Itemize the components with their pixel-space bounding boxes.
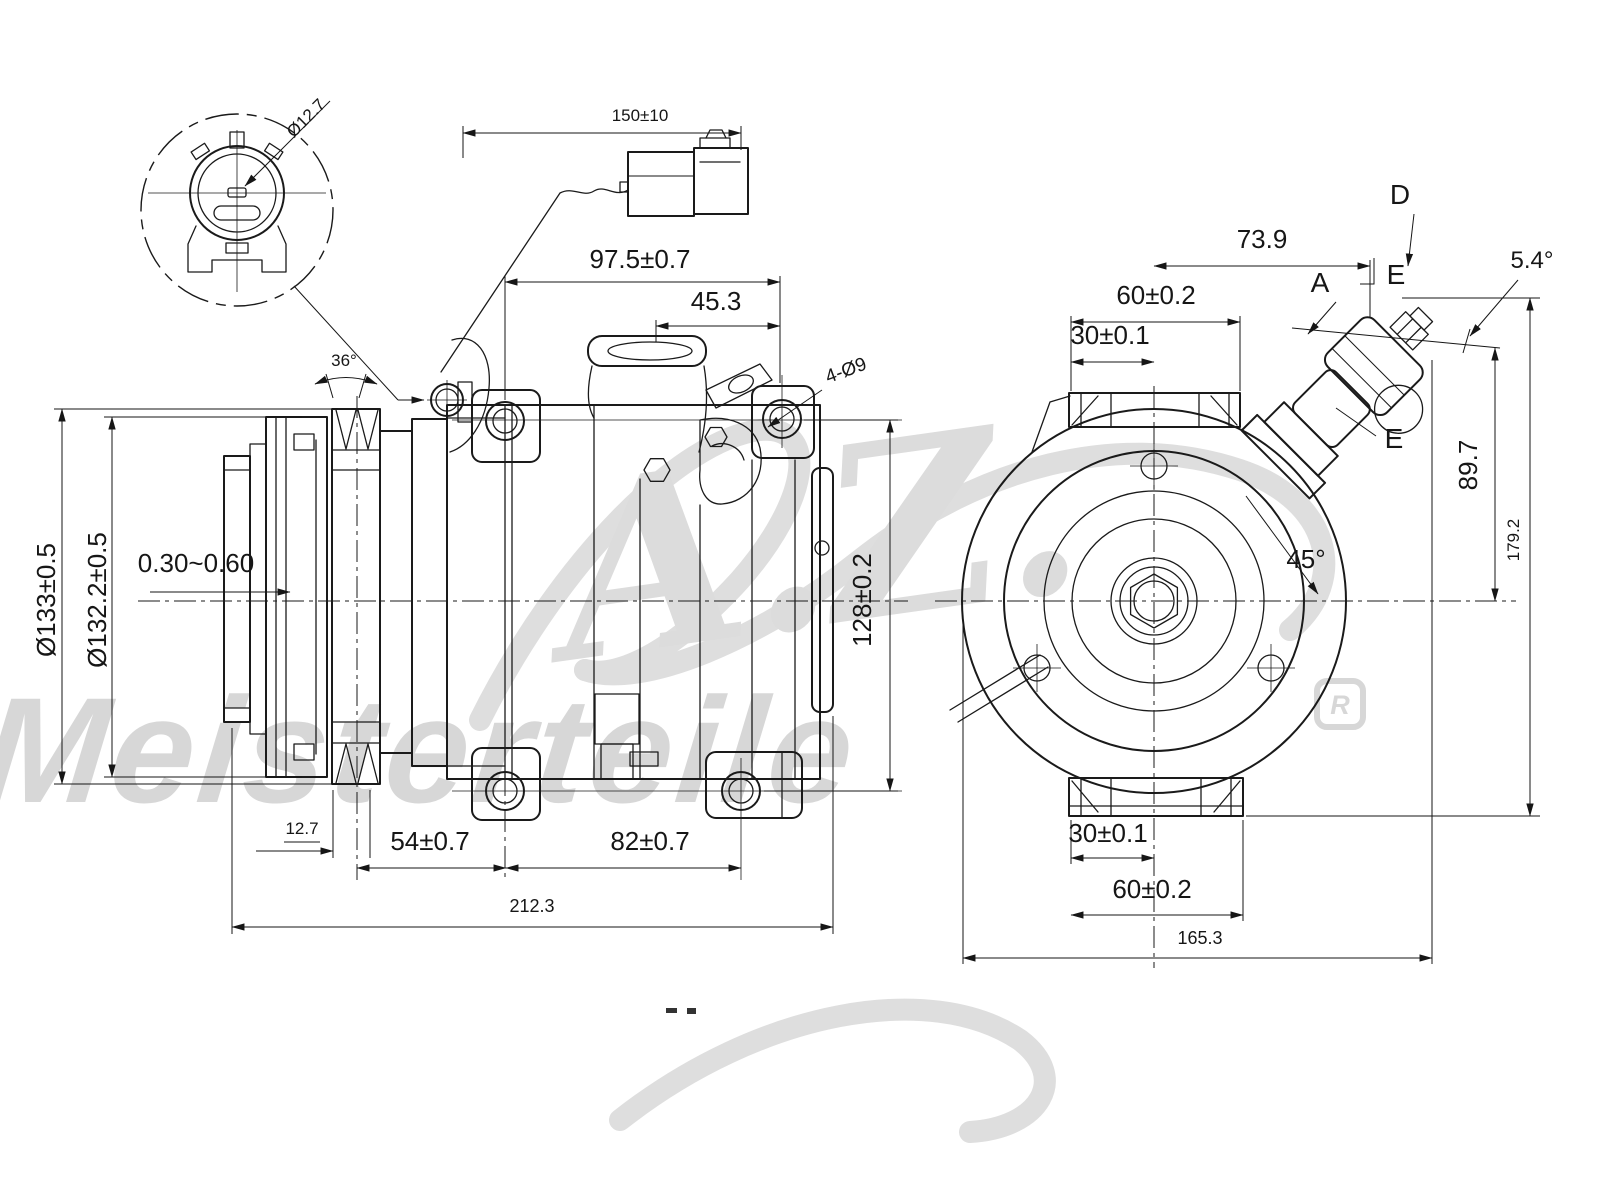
label-a: A bbox=[1311, 267, 1330, 298]
label-e-top: E bbox=[1387, 259, 1406, 290]
dim-overall-width: 165.3 bbox=[1177, 928, 1222, 948]
front-view bbox=[935, 306, 1516, 968]
dim-harness-length: 150±10 bbox=[612, 106, 669, 125]
dim-54: 54±0.7 bbox=[390, 826, 469, 856]
dim-clutch-od: Ø132.2±0.5 bbox=[82, 532, 112, 668]
dim-128: 128±0.2 bbox=[847, 553, 877, 647]
watermark: A.Z. Meisterteile R bbox=[0, 364, 1366, 1143]
watermark-brand: Meisterteile bbox=[0, 666, 865, 834]
dim-89-7: 89.7 bbox=[1453, 440, 1483, 491]
dim-73-9: 73.9 bbox=[1237, 224, 1288, 254]
harness-connector: 150±10 bbox=[440, 106, 749, 373]
label-d: D bbox=[1390, 179, 1410, 210]
thermal-sensor bbox=[427, 337, 490, 453]
label-e-bottom: E bbox=[1385, 423, 1404, 454]
dim-top-60: 60±0.2 bbox=[1116, 280, 1195, 310]
dim-bottom-60: 60±0.2 bbox=[1112, 874, 1191, 904]
sensor-wire bbox=[440, 188, 629, 373]
dim-groove-angle: 36° bbox=[331, 351, 357, 370]
front-view-dimensions: 73.9 60±0.2 30±0.1 A D E E 5.4° 89.7 179… bbox=[962, 179, 1554, 964]
head-manifold bbox=[587, 335, 773, 505]
discharge-fitting bbox=[1240, 306, 1434, 500]
dim-82: 82±0.7 bbox=[610, 826, 689, 856]
connector-housing bbox=[627, 151, 695, 217]
dim-belt-width: 12.7 bbox=[285, 819, 318, 838]
dim-mount-holes: 4-Ø9 bbox=[823, 354, 870, 388]
dim-pulley-od: Ø133±0.5 bbox=[31, 543, 61, 657]
dim-detail-diameter: Ø12.7 bbox=[283, 95, 329, 141]
dim-overall-length: 212.3 bbox=[509, 896, 554, 916]
stray-fragment bbox=[666, 1008, 696, 1014]
dim-45-3: 45.3 bbox=[691, 286, 742, 316]
dim-face-angle: 5.4° bbox=[1511, 247, 1554, 274]
dim-bottom-30: 30±0.1 bbox=[1068, 818, 1147, 848]
detail-view-connector: Ø12.7 bbox=[140, 95, 425, 404]
dim-top-30: 30±0.1 bbox=[1070, 320, 1149, 350]
side-view-dimensions: Ø133±0.5 Ø132.2±0.5 0.30~0.60 36° 97.5±0… bbox=[31, 244, 898, 934]
dim-97-5: 97.5±0.7 bbox=[589, 244, 690, 274]
registered-letter: R bbox=[1330, 690, 1350, 720]
dim-air-gap: 0.30~0.60 bbox=[138, 548, 254, 578]
side-view bbox=[138, 335, 908, 880]
bottom-foot bbox=[1068, 777, 1244, 817]
dim-overall-height: 179.2 bbox=[1504, 519, 1523, 562]
registered-mark-icon: R bbox=[1314, 678, 1366, 730]
